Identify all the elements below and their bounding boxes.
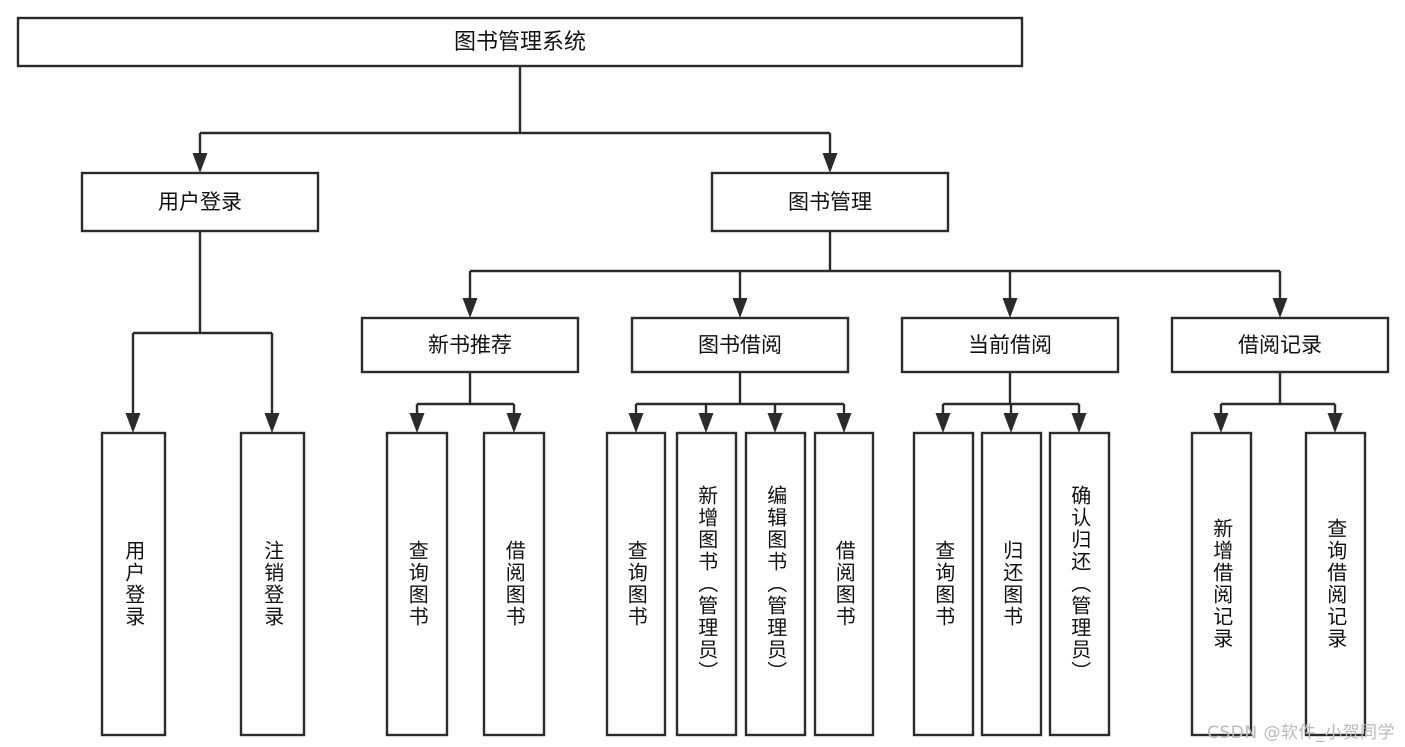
node-layer bbox=[16, 16, 1390, 737]
node-label-user-login: 用户登录 bbox=[158, 190, 242, 214]
node-box-book-borrow[interactable] bbox=[630, 316, 850, 374]
arrow-head-new-book-recommend-leaf-1 bbox=[506, 413, 522, 433]
arrow-head-user-login-leaf-0 bbox=[125, 413, 141, 433]
node-label-book-manage: 图书管理 bbox=[788, 190, 872, 214]
node-box-leaf-user-login[interactable] bbox=[100, 431, 167, 737]
node-label-root: 图书管理系统 bbox=[454, 30, 586, 55]
arrow-head-borrow-record-leaf-1 bbox=[1327, 413, 1343, 433]
arrow-head-borrow-record-leaf-0 bbox=[1213, 413, 1229, 433]
node-box-leaf-query-record[interactable] bbox=[1304, 431, 1367, 737]
node-box-leaf-add-book[interactable] bbox=[675, 431, 738, 737]
node-box-leaf-borrow-book-1[interactable] bbox=[482, 431, 546, 737]
watermark-text: CSDN @软件_小贺同学 bbox=[1207, 723, 1395, 743]
arrow-head-book-borrow-leaf-3 bbox=[836, 413, 852, 433]
arrow-head-level1-1 bbox=[822, 153, 838, 173]
arrow-head-book-borrow-leaf-0 bbox=[628, 413, 644, 433]
node-box-leaf-query-book-3[interactable] bbox=[912, 431, 975, 737]
node-box-user-login[interactable] bbox=[80, 171, 320, 233]
node-label-borrow-record: 借阅记录 bbox=[1238, 333, 1322, 357]
node-label-book-borrow: 图书借阅 bbox=[698, 333, 782, 357]
arrow-head-user-login-leaf-1 bbox=[264, 413, 280, 433]
node-box-leaf-edit-book[interactable] bbox=[744, 431, 807, 737]
arrow-head-current-borrow-leaf-0 bbox=[935, 413, 951, 433]
node-box-current-borrow[interactable] bbox=[900, 316, 1120, 374]
node-box-book-manage[interactable] bbox=[710, 171, 950, 233]
node-box-leaf-borrow-book-2[interactable] bbox=[813, 431, 875, 737]
node-label-new-book-recommend: 新书推荐 bbox=[428, 333, 512, 357]
arrow-head-book-borrow-leaf-1 bbox=[698, 413, 714, 433]
arrow-head-level1-0 bbox=[192, 153, 208, 173]
node-box-new-book-recommend[interactable] bbox=[360, 316, 580, 374]
arrow-head-level2-3 bbox=[1272, 298, 1288, 318]
node-box-leaf-add-record[interactable] bbox=[1190, 431, 1253, 737]
arrow-head-new-book-recommend-leaf-0 bbox=[409, 413, 425, 433]
node-box-borrow-record[interactable] bbox=[1170, 316, 1390, 374]
node-box-leaf-return-book[interactable] bbox=[980, 431, 1043, 737]
connector-layer bbox=[125, 66, 1343, 433]
arrow-head-level2-0 bbox=[462, 298, 478, 318]
arrow-head-level2-2 bbox=[1002, 298, 1018, 318]
arrow-head-level2-1 bbox=[732, 298, 748, 318]
node-box-leaf-confirm-return[interactable] bbox=[1048, 431, 1111, 737]
node-box-leaf-query-book-1[interactable] bbox=[385, 431, 449, 737]
arrow-head-book-borrow-leaf-2 bbox=[767, 413, 783, 433]
node-box-leaf-logout[interactable] bbox=[239, 431, 306, 737]
arrow-head-current-borrow-leaf-2 bbox=[1071, 413, 1087, 433]
arrow-head-current-borrow-leaf-1 bbox=[1003, 413, 1019, 433]
node-box-root[interactable] bbox=[16, 16, 1024, 68]
node-label-current-borrow: 当前借阅 bbox=[968, 333, 1052, 357]
node-box-leaf-query-book-2[interactable] bbox=[605, 431, 667, 737]
